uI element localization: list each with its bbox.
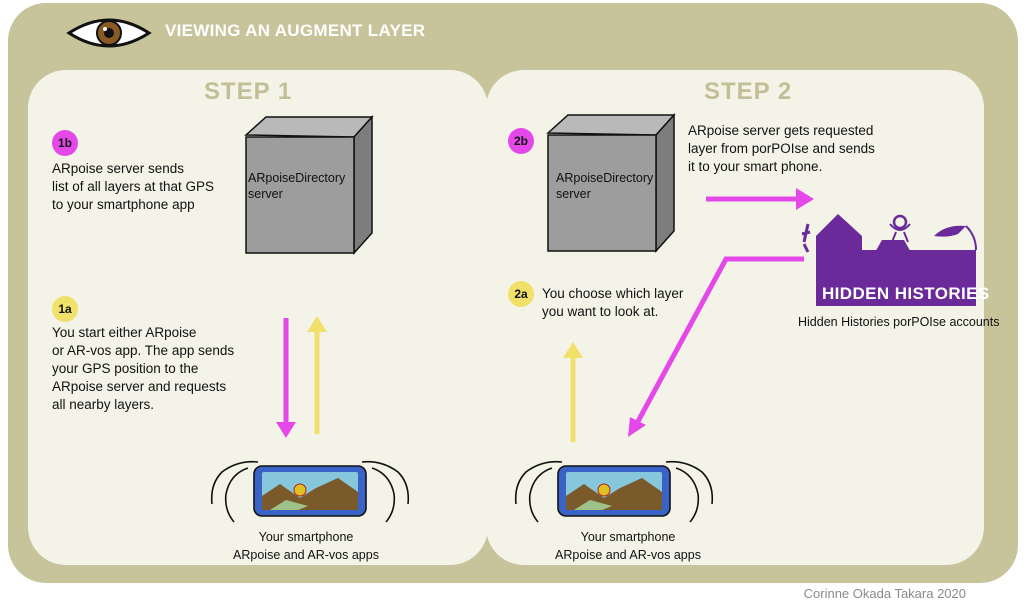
text-1a-line: ARpoise server and requests (52, 379, 227, 394)
caption-line: ARpoise and AR-vos apps (555, 548, 701, 562)
text-2a-line: you want to look at. (542, 304, 659, 319)
arrow-up-yellow (307, 316, 327, 434)
smartphone-hands (210, 460, 410, 523)
arrow-up-yellow (563, 342, 583, 442)
badge-2a: 2a (508, 281, 534, 307)
step1-caption: Your smartphone ARpoise and AR-vos apps (196, 528, 416, 564)
arrow-down-pink (276, 318, 296, 438)
server-cube (244, 115, 374, 255)
text-2a: You choose which layer you want to look … (542, 285, 683, 321)
server-cube (546, 113, 676, 253)
hidden-histories-caption: Hidden Histories porPOIse accounts (798, 315, 1000, 329)
server-label-line: ARpoiseDirectory (556, 171, 654, 185)
server-label-line: server (556, 187, 591, 201)
eye-icon (66, 18, 152, 48)
text-1b-line: to your smartphone app (52, 197, 195, 212)
hidden-histories-wordmark: HIDDEN HISTORIES (822, 284, 990, 303)
step2-caption: Your smartphone ARpoise and AR-vos apps (518, 528, 738, 564)
badge-2b: 2b (508, 128, 534, 154)
text-1a: You start either ARpoise or AR-vos app. … (52, 324, 234, 414)
caption-line: Your smartphone (580, 530, 676, 544)
text-2b-line: ARpoise server gets requested (688, 123, 874, 138)
text-2a-line: You choose which layer (542, 286, 684, 301)
smartphone-hands (514, 460, 714, 523)
text-2b-line: layer from porPOIse and sends (688, 141, 875, 156)
text-1b-line: ARpoise server sends (52, 161, 185, 176)
text-1a-line: your GPS position to the (52, 361, 199, 376)
server-label-line: server (248, 187, 283, 201)
server-label: ARpoiseDirectory server (248, 170, 345, 202)
arrow-right-pink (706, 188, 814, 210)
step2-title: STEP 2 (704, 78, 793, 105)
server-label: ARpoiseDirectory server (556, 170, 653, 202)
caption-line: ARpoise and AR-vos apps (233, 548, 379, 562)
text-1a-line: all nearby layers. (52, 397, 155, 412)
text-1a-line: You start either ARpoise (52, 325, 197, 340)
arrow-diagonal-pink (628, 256, 804, 437)
server-label-line: ARpoiseDirectory (248, 171, 346, 185)
text-1b-line: list of all layers at that GPS (52, 179, 215, 194)
badge-1a: 1a (52, 296, 78, 322)
text-1b: ARpoise server sends list of all layers … (52, 160, 214, 214)
credit-text: Corinne Okada Takara 2020 (803, 586, 966, 601)
hidden-histories-logo (801, 214, 977, 306)
caption-line: Your smartphone (258, 530, 354, 544)
text-1a-line: or AR-vos app. The app sends (52, 343, 235, 358)
step1-title: STEP 1 (204, 78, 293, 105)
text-2b: ARpoise server gets requested layer from… (688, 122, 875, 176)
text-2b-line: it to your smart phone. (688, 159, 823, 174)
badge-1b: 1b (52, 130, 78, 156)
page-title: VIEWING AN AUGMENT LAYER (165, 21, 426, 40)
